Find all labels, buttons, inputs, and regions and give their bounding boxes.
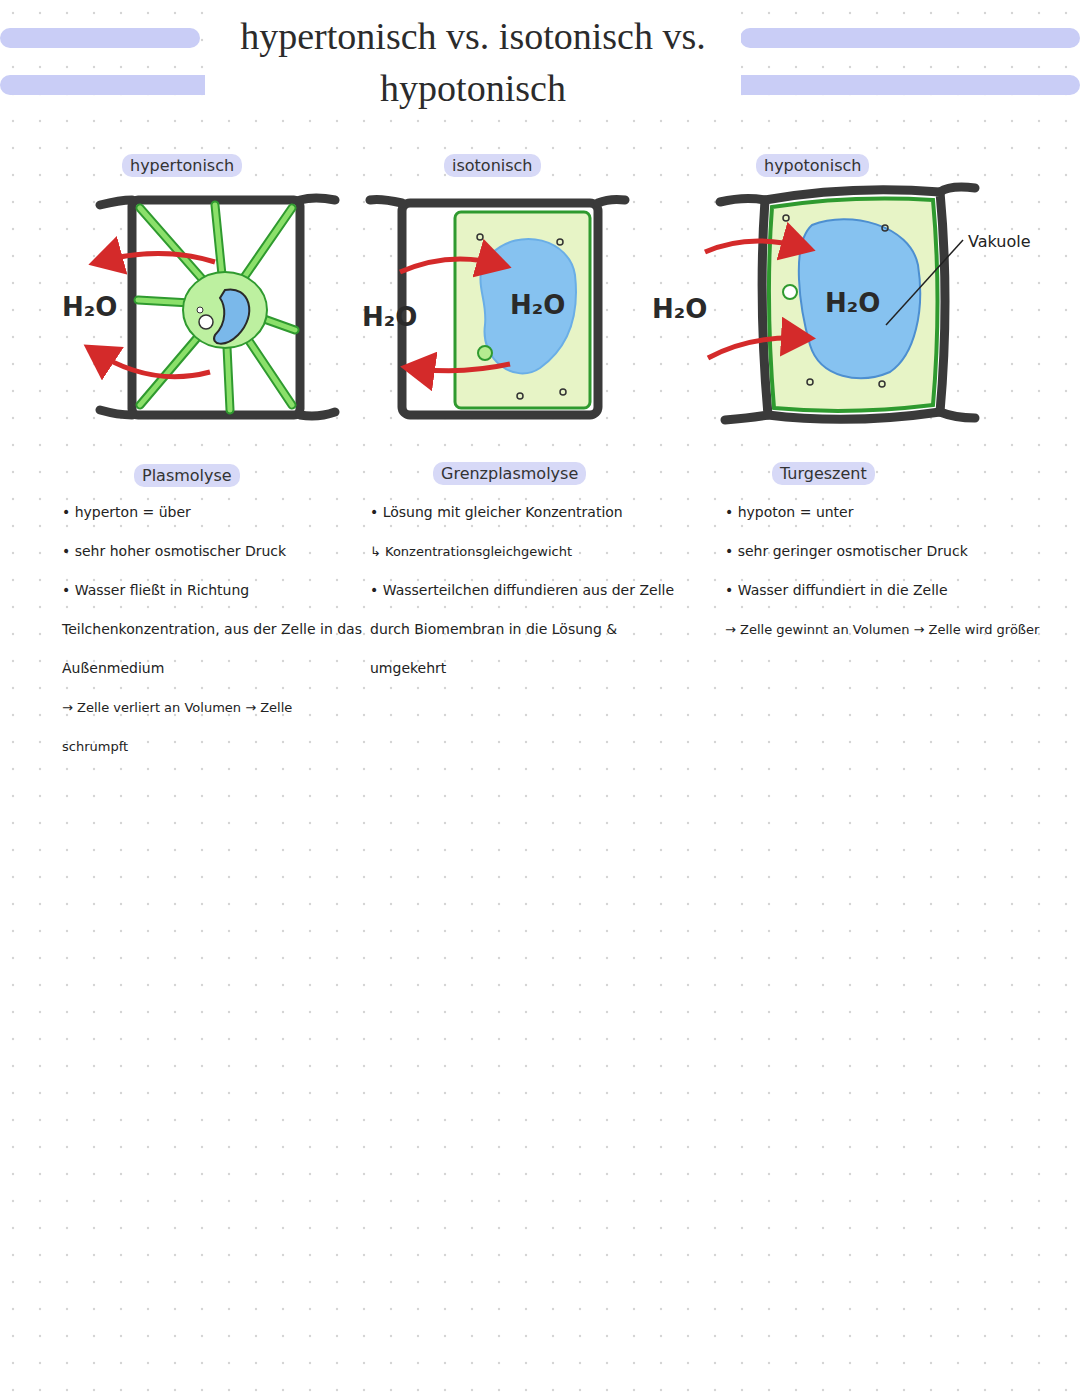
page-title: hypertonisch vs. isotonisch vs. hypotoni… xyxy=(205,10,741,114)
water-label: H₂O xyxy=(362,302,417,332)
part-label: Vakuole xyxy=(968,232,1031,251)
note-line: • sehr geringer osmotischer Druck xyxy=(725,532,1055,571)
note-line: • Wasser diffundiert in die Zelle xyxy=(725,571,1055,610)
highlight-label: Plasmolyse xyxy=(134,464,240,487)
note-line: ↳ Konzentrationsgleichgewicht xyxy=(370,532,685,571)
note-line: • Lösung mit gleicher Konzentration xyxy=(370,493,685,532)
leader-line xyxy=(886,240,963,325)
note-line: • Wasserteilchen diffundieren aus der Ze… xyxy=(370,571,685,688)
plasmolysed-cell xyxy=(92,198,335,416)
highlight-label: hypotonisch xyxy=(756,154,869,177)
note-line: • hyperton = über xyxy=(62,493,362,532)
label-text: isotonisch xyxy=(452,156,533,175)
water-label: H₂O xyxy=(62,292,117,322)
highlight-label: Turgeszent xyxy=(772,462,875,485)
note-line: → Zelle gewinnt an Volumen → Zelle wird … xyxy=(725,610,1055,649)
note-line: • sehr hoher osmotischer Druck xyxy=(62,532,362,571)
label-text: hypotonisch xyxy=(764,156,861,175)
label-text: Turgeszent xyxy=(780,464,867,483)
highlight-label: Grenzplasmolyse xyxy=(433,462,586,485)
highlight-label: isotonisch xyxy=(444,154,541,177)
turgescent-cell xyxy=(705,187,975,420)
label-text: hypertonisch xyxy=(130,156,234,175)
water-label: H₂O xyxy=(825,288,880,318)
note-line: • hypoton = unter xyxy=(725,493,1055,532)
label-text: Plasmolyse xyxy=(142,466,232,485)
highlight-label: hypertonisch xyxy=(122,154,242,177)
note-line: • Wasser fließt in Richtung Teilchenkonz… xyxy=(62,571,362,688)
water-label: H₂O xyxy=(510,290,565,320)
water-label: H₂O xyxy=(652,294,707,324)
note-line: → Zelle verliert an Volumen → Zelle schr… xyxy=(62,688,362,766)
label-text: Grenzplasmolyse xyxy=(441,464,578,483)
